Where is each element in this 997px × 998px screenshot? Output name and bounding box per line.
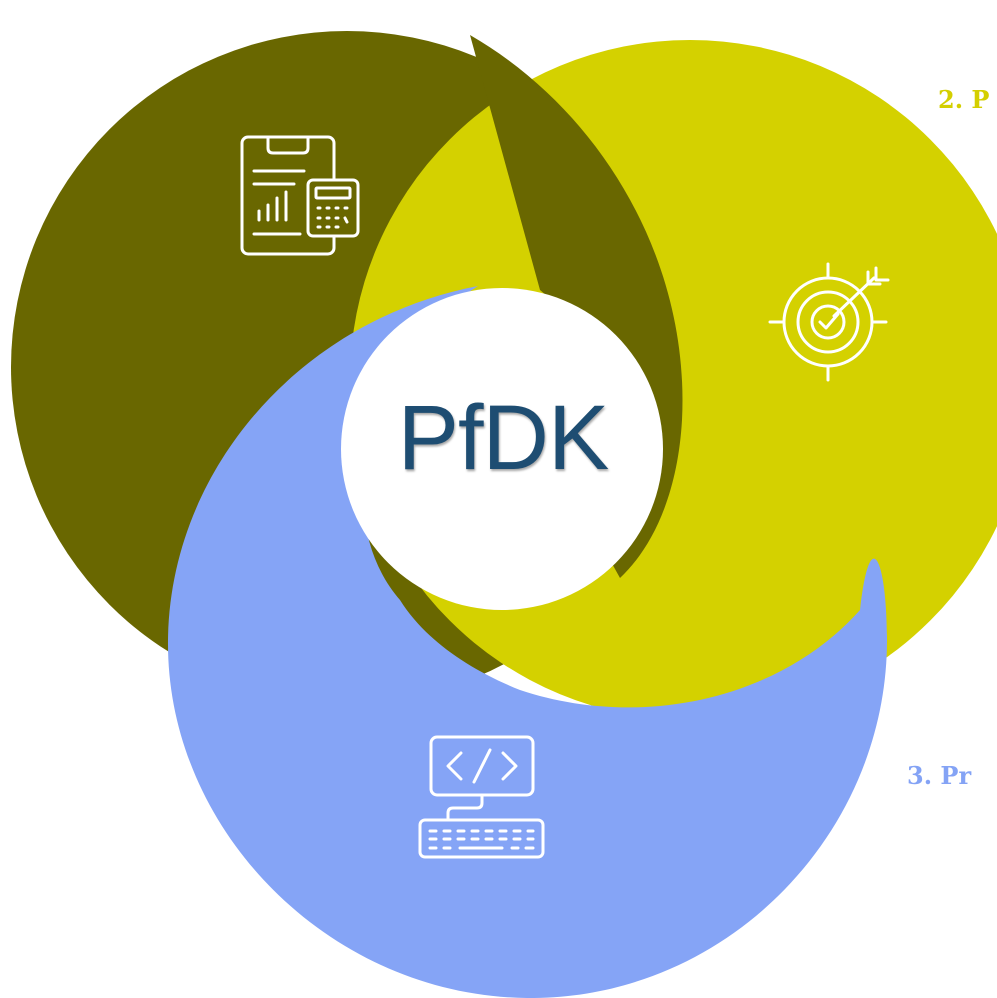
label-3: 3. Pr [907, 761, 972, 790]
center-circle [341, 288, 663, 610]
label-2: 2. P [938, 85, 990, 114]
report-calculator-icon [240, 135, 360, 256]
center-title: PfDK [397, 387, 610, 489]
target-icon [768, 262, 890, 382]
code-keyboard-icon [418, 735, 545, 859]
